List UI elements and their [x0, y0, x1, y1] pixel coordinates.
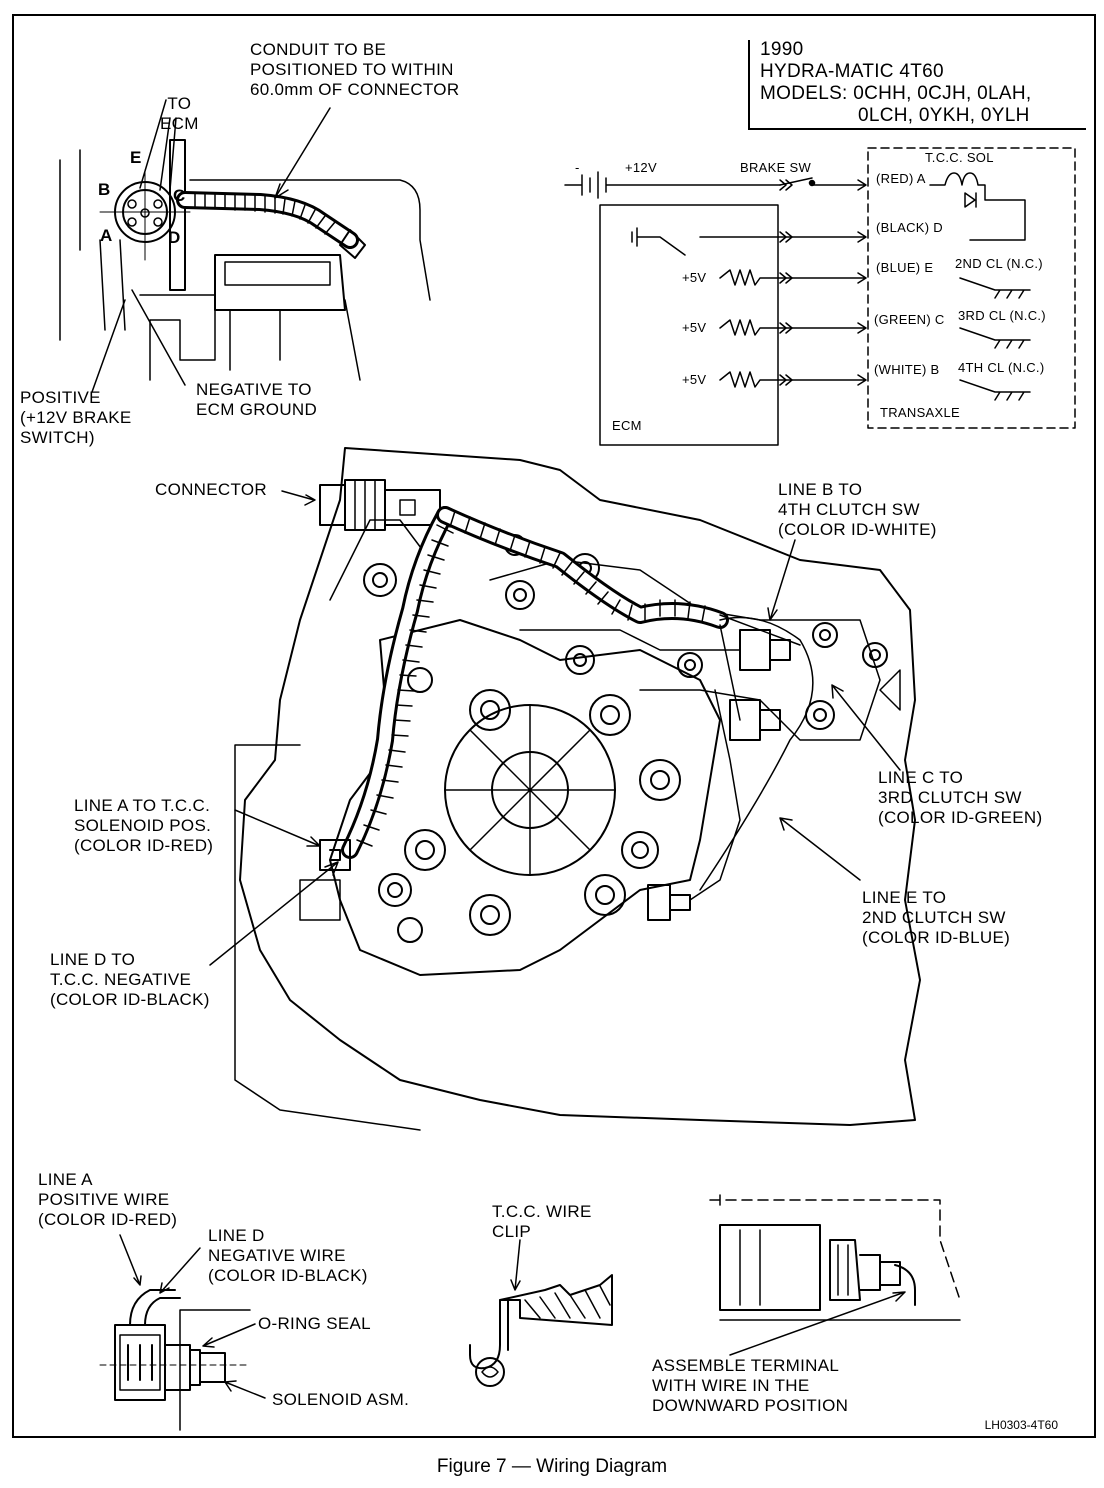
4th-clutch-label: 4TH CL (N.C.): [958, 360, 1045, 375]
blue-e-label: (BLUE) E: [876, 260, 934, 275]
line-e-label: LINE E TO 2ND CLUTCH SW (COLOR ID-BLUE): [862, 888, 1011, 947]
white-b-label: (WHITE) B: [874, 362, 940, 377]
model-info-box: [748, 40, 1086, 130]
models-line-1: MODELS: 0CHH, 0CJH, 0LAH,: [760, 83, 1032, 104]
plus-5v-label-1: +5V: [682, 270, 707, 285]
plus-5v-label-2: +5V: [682, 320, 707, 335]
assemble-terminal-note: ASSEMBLE TERMINAL WITH WIRE IN THE DOWNW…: [652, 1356, 849, 1415]
3rd-clutch-label: 3RD CL (N.C.): [958, 308, 1046, 323]
tcc-solenoid-label: T.C.C. SOL: [925, 150, 994, 165]
line-c-label: LINE C TO 3RD CLUTCH SW (COLOR ID-GREEN): [878, 768, 1043, 827]
to-ecm-label: TO ECM: [160, 94, 199, 133]
conduit-note: CONDUIT TO BE POSITIONED TO WITHIN 60.0m…: [250, 40, 460, 99]
model-year: 1990: [760, 39, 804, 60]
black-d-label: (BLACK) D: [876, 220, 943, 235]
o-ring-seal-label: O-RING SEAL: [258, 1314, 371, 1333]
pin-a-label: A: [100, 226, 113, 245]
line-d-negative-wire-label: LINE D NEGATIVE WIRE (COLOR ID-BLACK): [208, 1226, 368, 1285]
transaxle-label: TRANSAXLE: [880, 405, 961, 420]
pin-c-label: C: [173, 186, 186, 205]
pin-e-label: E: [130, 148, 142, 167]
line-b-label: LINE B TO 4TH CLUTCH SW (COLOR ID-WHITE): [778, 480, 937, 539]
positive-label: POSITIVE (+12V BRAKE SWITCH): [20, 388, 132, 447]
terminal-assembly-drawing: [709, 1194, 961, 1356]
battery-minus-label: -: [575, 160, 580, 175]
line-a-label: LINE A TO T.C.C. SOLENOID POS. (COLOR ID…: [74, 796, 214, 855]
ecm-label: ECM: [612, 418, 642, 433]
tcc-wire-clip-label: T.C.C. WIRE CLIP: [492, 1202, 592, 1241]
negative-label: NEGATIVE TO ECM GROUND: [196, 380, 318, 419]
connector-detail-drawing: [59, 99, 431, 393]
2nd-clutch-label: 2ND CL (N.C.): [955, 256, 1043, 271]
connector-label: CONNECTOR: [155, 480, 267, 499]
line-a-positive-wire-label: LINE A POSITIVE WIRE (COLOR ID-RED): [38, 1170, 178, 1229]
transaxle-valve-body-drawing: [209, 447, 921, 1131]
figure-caption: Figure 7 — Wiring Diagram: [436, 1456, 668, 1477]
line-d-label: LINE D TO T.C.C. NEGATIVE (COLOR ID-BLAC…: [50, 950, 210, 1009]
pin-b-label: B: [98, 180, 111, 199]
transmission-name: HYDRA-MATIC 4T60: [760, 61, 944, 82]
reference-code: LH0303-4T60: [984, 1418, 1058, 1432]
solenoid-asm-label: SOLENOID ASM.: [272, 1390, 410, 1409]
pin-d-label: D: [168, 228, 181, 247]
figure-frame: [12, 14, 1096, 1438]
plus-5v-label-3: +5V: [682, 372, 707, 387]
red-a-label: (RED) A: [876, 171, 926, 186]
schematic-drawing: [564, 147, 1076, 446]
green-c-label: (GREEN) C: [874, 312, 945, 327]
brake-switch-label: BRAKE SW: [740, 160, 812, 175]
models-line-2: 0LCH, 0YKH, 0YLH: [858, 105, 1030, 126]
tcc-wire-clip-drawing: [469, 1239, 613, 1387]
plus-12v-label: +12V: [625, 160, 657, 175]
solenoid-detail-drawing: [99, 1234, 266, 1431]
